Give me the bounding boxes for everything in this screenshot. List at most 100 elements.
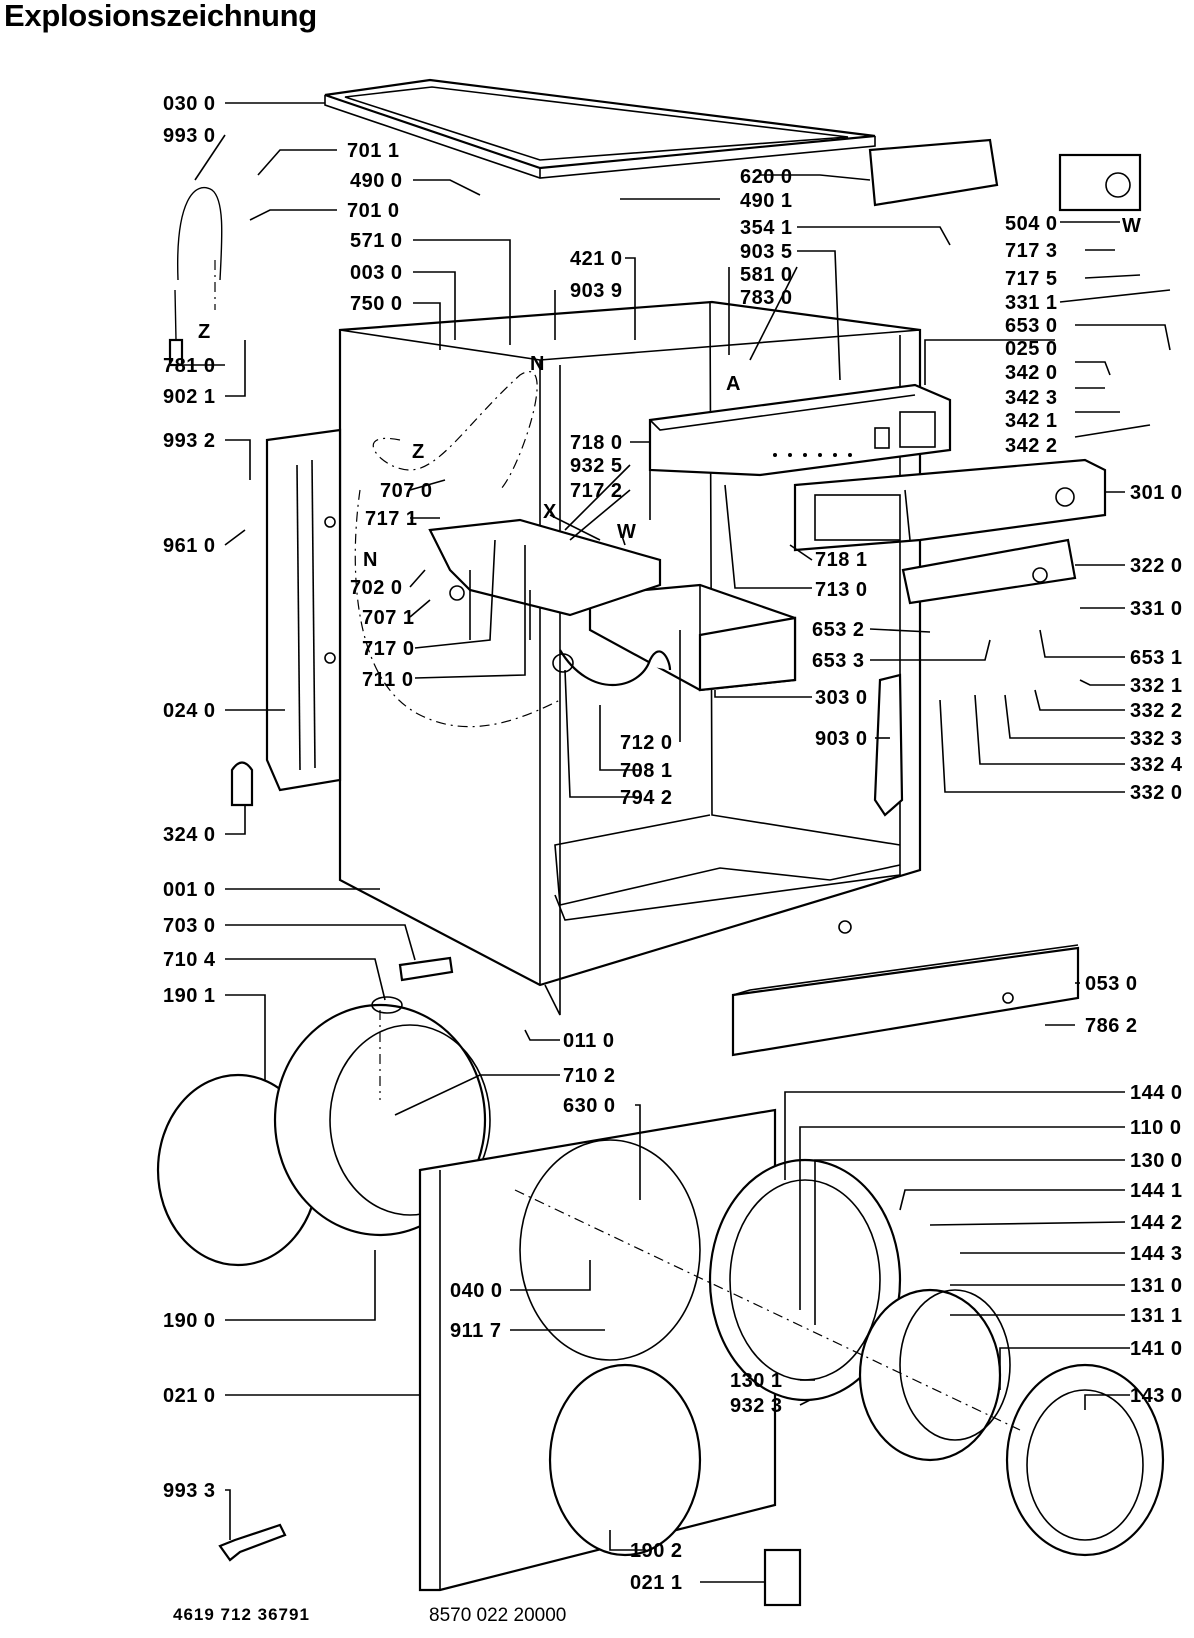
label-961-0: 961 0 xyxy=(163,535,216,557)
label-144-2: 144 2 xyxy=(1130,1212,1183,1234)
part-labels: 030 0 993 0 701 1 490 0 701 0 571 0 003 … xyxy=(163,93,1183,1594)
part-dispenser-drawer xyxy=(588,583,797,692)
part-back-panel xyxy=(265,428,342,792)
label-903-5: 903 5 xyxy=(740,241,793,263)
label-717-2: 717 2 xyxy=(570,480,623,502)
label-701-1: 701 1 xyxy=(347,140,400,162)
part-plinth xyxy=(731,944,1080,1057)
label-717-3: 717 3 xyxy=(1005,240,1058,262)
label-620-0: 620 0 xyxy=(740,166,793,188)
marker-x: X xyxy=(543,501,557,523)
marker-w-right: W xyxy=(1122,215,1141,237)
part-front-fascia xyxy=(793,458,1107,552)
label-718-0: 718 0 xyxy=(570,432,623,454)
label-630-0: 630 0 xyxy=(563,1095,616,1117)
part-detergent-box xyxy=(428,518,662,640)
label-342-0: 342 0 xyxy=(1005,362,1058,384)
marker-n-top: N xyxy=(530,353,545,375)
label-708-1: 708 1 xyxy=(620,760,673,782)
label-331-0: 331 0 xyxy=(1130,598,1183,620)
label-718-1: 718 1 xyxy=(815,549,868,571)
part-spanner xyxy=(218,1523,287,1562)
label-581-0: 581 0 xyxy=(740,264,793,286)
label-421-0: 421 0 xyxy=(570,248,623,270)
label-332-3: 332 3 xyxy=(1130,728,1183,750)
label-710-4: 710 4 xyxy=(163,949,216,971)
label-190-0: 190 0 xyxy=(163,1310,216,1332)
part-side-bracket xyxy=(873,673,904,817)
label-331-1: 331 1 xyxy=(1005,292,1058,314)
label-653-2: 653 2 xyxy=(812,619,865,641)
label-712-0: 712 0 xyxy=(620,732,673,754)
label-993-0: 993 0 xyxy=(163,125,216,147)
label-332-2: 332 2 xyxy=(1130,700,1183,722)
label-001-0: 001 0 xyxy=(163,879,216,901)
part-timer xyxy=(1058,153,1142,212)
label-143-0: 143 0 xyxy=(1130,1385,1183,1407)
part-top-cover xyxy=(324,78,876,179)
label-332-4: 332 4 xyxy=(1130,754,1183,776)
label-571-0: 571 0 xyxy=(350,230,403,252)
label-322-0: 322 0 xyxy=(1130,555,1183,577)
marker-w-center: W xyxy=(617,521,636,543)
label-903-9: 903 9 xyxy=(570,280,623,302)
label-707-0: 707 0 xyxy=(380,480,433,502)
label-130-0: 130 0 xyxy=(1130,1150,1183,1172)
label-703-0: 703 0 xyxy=(163,915,216,937)
label-003-0: 003 0 xyxy=(350,262,403,284)
label-710-2: 710 2 xyxy=(563,1065,616,1087)
label-354-1: 354 1 xyxy=(740,217,793,239)
part-program-label xyxy=(901,538,1077,605)
label-717-1: 717 1 xyxy=(365,508,418,530)
label-783-0: 783 0 xyxy=(740,287,793,309)
label-794-2: 794 2 xyxy=(620,787,673,809)
label-324-0: 324 0 xyxy=(163,824,216,846)
label-786-2: 786 2 xyxy=(1085,1015,1138,1037)
footer-left-code: 4619 712 36791 xyxy=(173,1605,310,1624)
letter-markers: Z Z N N A X W W xyxy=(198,215,1141,571)
label-702-0: 702 0 xyxy=(350,577,403,599)
label-342-2: 342 2 xyxy=(1005,435,1058,457)
label-025-0: 025 0 xyxy=(1005,338,1058,360)
label-504-0: 504 0 xyxy=(1005,213,1058,235)
label-902-1: 902 1 xyxy=(163,386,216,408)
part-small-cover xyxy=(763,1548,802,1607)
label-932-3: 932 3 xyxy=(730,1395,783,1417)
label-717-0: 717 0 xyxy=(362,638,415,660)
label-713-0: 713 0 xyxy=(815,579,868,601)
label-653-1: 653 1 xyxy=(1130,647,1183,669)
part-clamp-ring xyxy=(548,1363,702,1557)
part-clip xyxy=(230,761,254,807)
marker-n-left: N xyxy=(363,549,378,571)
label-707-1: 707 1 xyxy=(362,607,415,629)
part-door-ring xyxy=(1005,1363,1165,1557)
part-electronic-board xyxy=(868,138,999,207)
label-490-1: 490 1 xyxy=(740,190,793,212)
label-021-0: 021 0 xyxy=(163,1385,216,1407)
leader-lines xyxy=(169,102,1171,1583)
part-hose xyxy=(552,649,672,687)
label-053-0: 053 0 xyxy=(1085,973,1138,995)
label-332-0: 332 0 xyxy=(1130,782,1183,804)
label-021-1: 021 1 xyxy=(630,1572,683,1594)
part-door-glass xyxy=(858,1288,1011,1462)
label-653-3: 653 3 xyxy=(812,650,865,672)
part-pipe xyxy=(371,956,454,1014)
label-993-2: 993 2 xyxy=(163,430,216,452)
label-190-1: 190 1 xyxy=(163,985,216,1007)
label-141-0: 141 0 xyxy=(1130,1338,1183,1360)
label-903-0: 903 0 xyxy=(815,728,868,750)
label-711-0: 711 0 xyxy=(362,669,413,691)
label-342-1: 342 1 xyxy=(1005,410,1058,432)
label-303-0: 303 0 xyxy=(815,687,868,709)
label-144-1: 144 1 xyxy=(1130,1180,1183,1202)
label-750-0: 750 0 xyxy=(350,293,403,315)
label-911-7: 911 7 xyxy=(450,1320,501,1342)
label-993-3: 993 3 xyxy=(163,1480,216,1502)
parts-drawing xyxy=(156,78,1165,1607)
marker-z-mid: Z xyxy=(412,441,425,463)
part-spring-hose xyxy=(168,186,223,367)
marker-a: A xyxy=(726,373,741,395)
label-342-3: 342 3 xyxy=(1005,387,1058,409)
